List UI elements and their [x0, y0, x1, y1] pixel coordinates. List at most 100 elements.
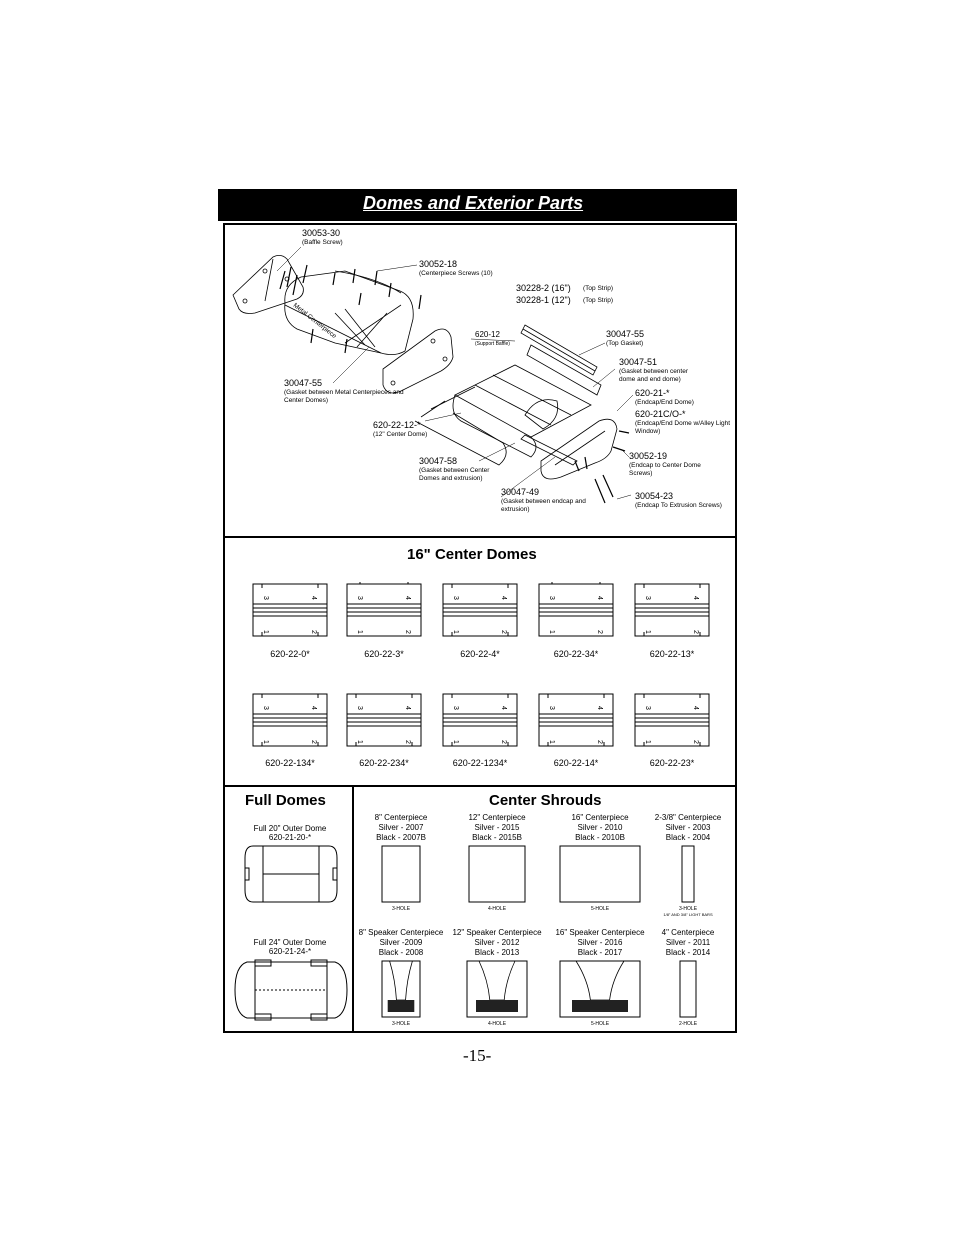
shroud-hole-count: 3-HOLE: [678, 906, 698, 912]
dome-digit: 1: [262, 740, 269, 744]
center-dome-part-number: 620-22-14*: [553, 758, 599, 768]
callout-part: 30047-55: [284, 378, 323, 388]
shroud-drawing: [466, 960, 528, 1018]
shroud-drawing: [681, 845, 695, 903]
center-dome-part-number: 620-22-3*: [364, 649, 404, 659]
full-dome-part: 620-21-20-*: [268, 833, 312, 842]
dome-digit: 4: [310, 596, 317, 600]
dome-digit: 2: [404, 740, 411, 744]
dome-digit: 3: [452, 596, 459, 600]
shroud-hole-count: 2-HOLE: [678, 1021, 698, 1027]
center-dome-part-number: 620-22-1234*: [452, 758, 508, 768]
dome-digit: 4: [596, 596, 603, 600]
callout-part: 30047-49: [501, 487, 540, 497]
callout-part: 620-21-*: [635, 388, 670, 398]
callout-desc: (12" Center Dome): [373, 431, 428, 438]
shroud-silver: Silver - 2012: [474, 938, 520, 947]
shroud-hole-count: 4-HOLE: [487, 1021, 507, 1027]
exploded-view-drawing: [232, 246, 634, 504]
callout-desc: (Support Baffle): [475, 341, 510, 347]
callout-desc: (Gasket between endcap and extrusion): [501, 498, 586, 513]
callout-part: 620-12: [475, 330, 500, 339]
dome-digit: 2: [500, 740, 507, 744]
dome-digit: 3: [548, 596, 555, 600]
callout-desc: (Gasket between center dome and end dome…: [619, 368, 689, 383]
dome-digit: 1: [644, 740, 651, 744]
center-dome-drawing: 3 4 1 2: [442, 693, 518, 747]
dome-digit: 4: [404, 596, 411, 600]
shroud-name: 4" Centerpiece: [661, 928, 715, 937]
callout-part: 30054-23: [635, 491, 674, 501]
dome-digit: 3: [452, 706, 459, 710]
dome-digit: 1: [452, 740, 459, 744]
shroud-silver: Silver - 2016: [577, 938, 623, 947]
divider-top: [223, 536, 737, 538]
callout-part: 30228-2 (16"): [516, 283, 571, 293]
full-dome-name: Full 24" Outer Dome: [253, 938, 327, 947]
dome-digit: 1: [452, 630, 459, 634]
callout-part: 620-21C/O-*: [635, 409, 686, 419]
dome-digit: 3: [356, 706, 363, 710]
shroud-silver: Silver - 2011: [665, 938, 711, 947]
callout-desc: (Gasket between Metal Centerpieces and C…: [284, 389, 404, 404]
center-dome-part-number: 620-22-4*: [460, 649, 500, 659]
full-dome-name: Full 20" Outer Dome: [253, 824, 327, 833]
dome-digit: 2: [692, 630, 699, 634]
callout-part: 30228-1 (12"): [516, 295, 571, 305]
shroud-name: 8" Speaker Centerpiece: [358, 928, 444, 937]
full-20-dome-drawing: [244, 845, 338, 903]
shroud-drawing: [381, 960, 421, 1018]
content-frame: [223, 223, 737, 1033]
callout-part: 620-22-12-*: [373, 420, 421, 430]
dome-digit: 2: [596, 630, 603, 634]
shroud-silver: Silver - 2015: [474, 823, 520, 832]
dome-digit: 4: [404, 706, 411, 710]
dome-digit: 4: [500, 706, 507, 710]
dome-digit: 1: [644, 630, 651, 634]
dome-digit: 3: [644, 596, 651, 600]
callout-desc: (Top Gasket): [606, 340, 644, 347]
shroud-black: Black - 2004: [665, 833, 711, 842]
dome-digit: 4: [310, 706, 317, 710]
dome-digit: 1: [262, 630, 269, 634]
center-domes-heading: 16" Center Domes: [407, 546, 537, 563]
center-dome-part-number: 620-22-13*: [649, 649, 695, 659]
callout-part: 30047-58: [419, 456, 458, 466]
dome-digit: 4: [596, 706, 603, 710]
dome-digit: 3: [548, 706, 555, 710]
center-dome-part-number: 620-22-23*: [649, 758, 695, 768]
center-dome-drawing: 3 4 1 2: [442, 583, 518, 637]
shroud-drawing: [381, 845, 421, 903]
shroud-name: 16" Centerpiece: [571, 813, 629, 822]
title-bar: Domes and Exterior Parts: [218, 189, 737, 221]
shroud-black: Black - 2014: [665, 948, 711, 957]
callout-desc: (Endcap/End Dome): [635, 399, 694, 406]
callout-part: 30047-55: [606, 329, 645, 339]
shroud-black: Black - 2008: [378, 948, 424, 957]
callout-part: 30052-18: [419, 259, 458, 269]
dome-digit: 4: [500, 596, 507, 600]
center-dome-part-number: 620-22-0*: [270, 649, 310, 659]
shroud-name: 12" Centerpiece: [468, 813, 526, 822]
shroud-name: 8" Centerpiece: [374, 813, 428, 822]
callout-part: 30052-19: [629, 451, 668, 461]
dome-digit: 3: [644, 706, 651, 710]
dome-digit: 3: [356, 596, 363, 600]
shroud-silver: Silver - 2007: [378, 823, 424, 832]
page-title: Domes and Exterior Parts: [363, 193, 584, 213]
dome-digit: 2: [500, 630, 507, 634]
center-dome-part-number: 620-22-34*: [553, 649, 599, 659]
shroud-silver: Silver -2009: [379, 938, 423, 947]
callout-desc: (Baffle Screw): [302, 239, 343, 246]
callout-desc: (Centerpiece Screws (10): [419, 270, 493, 277]
callout-desc: (Top Strip): [583, 285, 613, 292]
callout-part: 30053-30: [302, 228, 341, 238]
shroud-hole-count: 5-HOLE: [590, 1021, 610, 1027]
dome-digit: 2: [310, 740, 317, 744]
shroud-drawing: [468, 845, 526, 903]
shroud-drawing: [559, 960, 641, 1018]
divider-vertical: [352, 785, 354, 1033]
dome-digit: 1: [356, 630, 363, 634]
